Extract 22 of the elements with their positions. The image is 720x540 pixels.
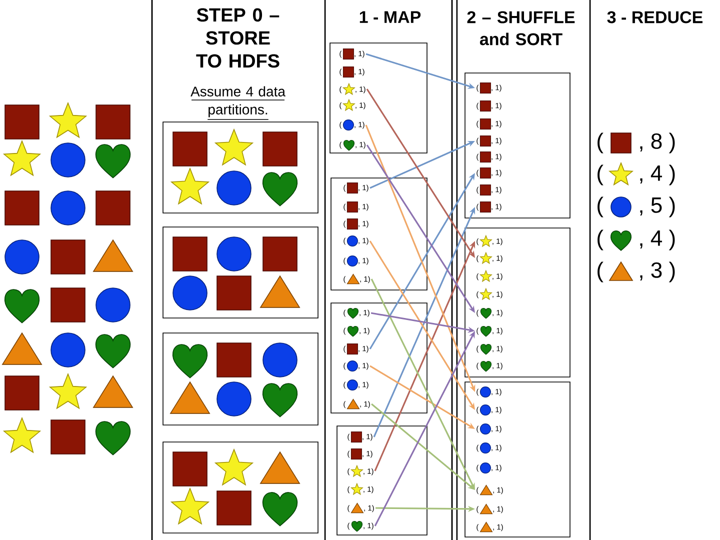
partition-box (330, 178, 428, 290)
note: Assume 4 data partitions. (190, 86, 286, 120)
bracket-text: ( (598, 196, 604, 218)
bracket-text: ( (598, 262, 604, 282)
heading: STEP 0 – STORE TO HDFS (196, 8, 280, 68)
count-text: , 5 ) (640, 196, 675, 218)
count-text: , 4 ) (640, 164, 675, 186)
heading: 2 – SHUFFLE and SORT (467, 11, 575, 46)
heading: 1 - MAP (360, 11, 421, 23)
bracket-text: ( (598, 132, 604, 154)
partition-box (464, 72, 570, 218)
partition-box (330, 42, 428, 154)
heading: 3 - REDUCE (607, 11, 702, 24)
partition-box (336, 426, 428, 536)
count-text: , 3 ) (640, 262, 675, 282)
count-text: , 4 ) (640, 230, 675, 250)
count-text: , 8 ) (640, 132, 675, 154)
partition-box (464, 382, 570, 538)
bracket-text: ( (598, 230, 604, 250)
partition-box (464, 228, 570, 378)
partition-box (330, 302, 428, 414)
bracket-text: ( (598, 164, 604, 186)
